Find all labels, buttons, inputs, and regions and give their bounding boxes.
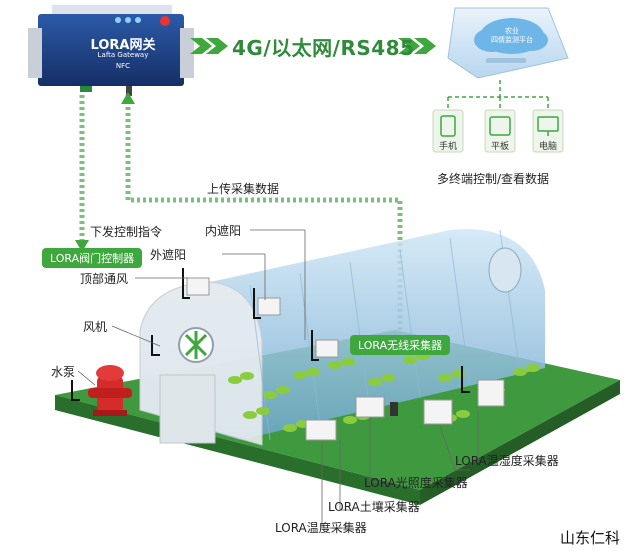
outer-shade-label: 外遮阳 xyxy=(150,248,187,262)
cloud-platform xyxy=(447,7,569,79)
water-pump xyxy=(88,365,132,416)
ground-side-left xyxy=(55,395,420,505)
inner-shade-label: 内遮阳 xyxy=(205,224,242,238)
lora-collector-badge: LORA无线采集器 xyxy=(350,335,451,355)
greenhouse xyxy=(139,229,545,446)
terminal-phone-label: 手机 xyxy=(438,142,457,152)
temp-humidity-sensor-label: LORA温湿度采集器 xyxy=(455,454,559,468)
valve-controller-badge: LORA阀门控制器 xyxy=(42,248,143,268)
top-vent-label: 顶部通风 xyxy=(80,272,129,286)
soil-sensor-label: LORA土壤采集器 xyxy=(328,500,420,514)
downlink-label: 下发控制指令 xyxy=(90,225,163,239)
temperature-sensor-label: LORA温度采集器 xyxy=(275,521,367,535)
upload-arrow-head xyxy=(121,92,135,104)
cloud-line1: 农业 xyxy=(505,27,519,35)
ground-side-right xyxy=(420,380,620,505)
terminal-tablet-label: 平板 xyxy=(490,142,509,152)
transport-label: 4G/以太网/RS485 xyxy=(232,36,415,60)
cloud-links xyxy=(447,80,549,110)
pump-label: 水泵 xyxy=(51,365,76,379)
watermark: 山东仁科 xyxy=(560,529,621,547)
sensor-boxes xyxy=(186,277,505,441)
fan-label: 风机 xyxy=(83,320,108,334)
leader-lines xyxy=(77,229,479,529)
cloud-line2: 四情监测平台 xyxy=(491,36,533,44)
gateway-nfc: NFC xyxy=(115,62,131,70)
terminals-caption: 多终端控制/查看数据 xyxy=(437,172,550,186)
gateway-subtitle: Lafta Gateway xyxy=(97,51,149,59)
terminal-computer-label: 电脑 xyxy=(538,142,557,152)
gateway-device xyxy=(28,5,194,96)
gateway-title: LORA网关 xyxy=(90,38,156,53)
upload-label: 上传采集数据 xyxy=(207,182,280,196)
forward-arrows xyxy=(190,38,436,54)
terminal-boxes xyxy=(432,109,564,153)
light-sensor-label: LORA光照度采集器 xyxy=(364,476,468,490)
downlink-arrow-head xyxy=(75,240,89,252)
